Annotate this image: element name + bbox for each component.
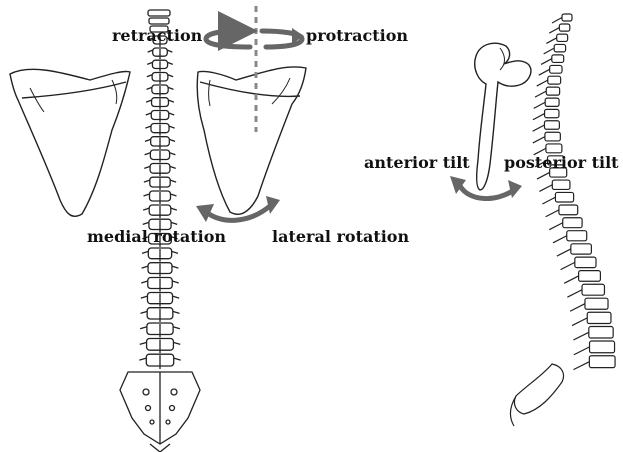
vertebra <box>143 205 177 218</box>
vertebra-lateral <box>567 284 604 297</box>
vertebra-lateral <box>574 341 615 355</box>
vertebra-lateral <box>549 218 582 230</box>
vertebra <box>147 73 173 85</box>
vertebra-lateral <box>544 44 566 53</box>
vertebra <box>141 278 179 292</box>
vertebra-lateral <box>541 55 564 65</box>
vertebra-lateral <box>534 98 559 108</box>
retraction-arrowhead <box>226 26 240 38</box>
vertebra-lateral <box>553 231 587 243</box>
vertebra-lateral <box>557 244 592 256</box>
left-scapula <box>10 69 130 216</box>
vertebra <box>146 111 175 123</box>
vertebra <box>148 48 173 59</box>
vertebra-lateral <box>546 205 578 217</box>
lateral-rotation-arrowhead <box>266 196 280 214</box>
vertebra <box>142 263 179 277</box>
vertebra-lateral <box>570 298 608 311</box>
vertebra <box>144 191 177 204</box>
vertebra-lateral <box>564 271 600 284</box>
vertebra <box>146 98 174 110</box>
vertebra <box>145 137 175 149</box>
vertebra <box>139 354 180 369</box>
vertebra-lateral <box>573 327 613 340</box>
retraction-protraction-arrow <box>206 31 302 47</box>
vertebra <box>147 85 174 97</box>
vertebra <box>140 323 180 338</box>
vertebra <box>145 150 176 163</box>
vertebra <box>144 164 176 177</box>
vertebra-lateral <box>533 121 560 132</box>
vertebra <box>144 177 176 190</box>
vertebra-lateral <box>546 34 567 43</box>
vertebra <box>140 339 181 354</box>
posterior-tilt-arrowhead <box>508 180 522 198</box>
vertebra <box>141 293 179 307</box>
retraction-label: retraction <box>112 27 202 45</box>
tilt-arrow <box>460 186 514 199</box>
vertebra-lateral <box>552 14 572 23</box>
protraction-label: protraction <box>306 27 408 45</box>
vertebra <box>141 308 180 322</box>
anterior-tilt-label: anterior tilt <box>364 154 470 172</box>
vertebra-lateral <box>533 109 559 119</box>
vertebra-lateral <box>561 257 596 269</box>
vertebra <box>142 248 178 262</box>
vertebra <box>147 60 173 71</box>
vertebra-lateral <box>533 132 560 143</box>
vertebra-lateral <box>535 87 560 97</box>
lateral-rotation-label: lateral rotation <box>272 228 409 246</box>
medial-rotation-label: medial rotation <box>87 228 226 246</box>
right-scapula <box>197 67 306 214</box>
vertebra-lateral <box>537 76 561 86</box>
vertebra-lateral <box>539 65 562 75</box>
posterior-tilt-label: posterior tilt <box>504 154 619 172</box>
vertebra-lateral <box>539 180 569 191</box>
vertebra-lateral <box>542 192 573 204</box>
vertebra-lateral <box>549 24 570 33</box>
vertebra-lateral <box>572 312 611 325</box>
vertebra-lateral <box>573 356 615 370</box>
vertebra <box>145 124 174 136</box>
